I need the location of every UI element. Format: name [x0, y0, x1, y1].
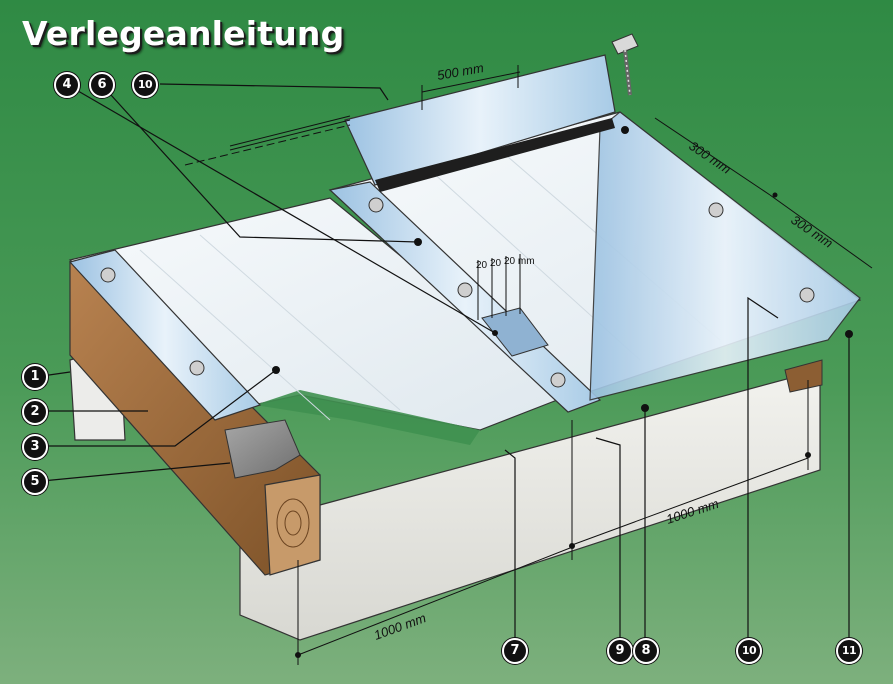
gap-label-1: 20 [476, 260, 488, 271]
panel-flute [199, 234, 401, 411]
screw-head [708, 202, 724, 218]
callout-10-top: 10 [132, 72, 158, 98]
screw-head [550, 372, 566, 388]
gap-label-2: 20 [490, 258, 502, 269]
top-seal-strip [375, 118, 615, 192]
callout-2: 2 [22, 399, 48, 425]
callout-9: 9 [607, 638, 633, 664]
loose-screw-icon [611, 33, 639, 96]
aluminium-profiles [68, 54, 861, 421]
ventilation-slot [481, 307, 549, 357]
dim-line-300b [769, 194, 873, 269]
dim-label-500: 500 mm [436, 60, 485, 83]
wooden-rafter [69, 261, 321, 576]
callout-3: 3 [22, 434, 48, 460]
dim-label-300b: 300 mm [788, 212, 835, 251]
dimension-lines [184, 65, 873, 665]
rafter-end-rings [276, 498, 310, 548]
dim-line-300a [654, 117, 771, 196]
dim-line-500 [421, 71, 521, 93]
right-edge-profile [589, 111, 861, 401]
screw-head [100, 267, 116, 283]
screw-head [457, 282, 473, 298]
callout-4: 4 [54, 72, 80, 98]
panel-flute [139, 249, 331, 421]
diagram-title: Verlegeanleitung [22, 14, 345, 53]
screws [100, 197, 815, 388]
dashed-guide [184, 124, 351, 166]
callout-11: 11 [836, 638, 862, 664]
rafter-end-grain [264, 474, 321, 576]
grey-ridge-seal [224, 419, 301, 479]
callout-10-bottom: 10 [736, 638, 762, 664]
leader-dots [272, 126, 853, 658]
callout-6: 6 [89, 72, 115, 98]
left-edge-profile [68, 249, 262, 421]
callout-1: 1 [22, 364, 48, 390]
screw-head [368, 197, 384, 213]
screw-head [189, 360, 205, 376]
dim-line-1000-right [571, 457, 809, 546]
dim-line-1000-left [297, 547, 571, 656]
callout-8: 8 [633, 638, 659, 664]
right-beam-end [784, 359, 823, 393]
leader-lines [41, 83, 850, 650]
callout-7: 7 [502, 638, 528, 664]
callout-5: 5 [22, 469, 48, 495]
rafter-end-rings-inner [284, 510, 302, 536]
screw-head [799, 287, 815, 303]
gap-label-3: 20 mm [504, 256, 535, 267]
